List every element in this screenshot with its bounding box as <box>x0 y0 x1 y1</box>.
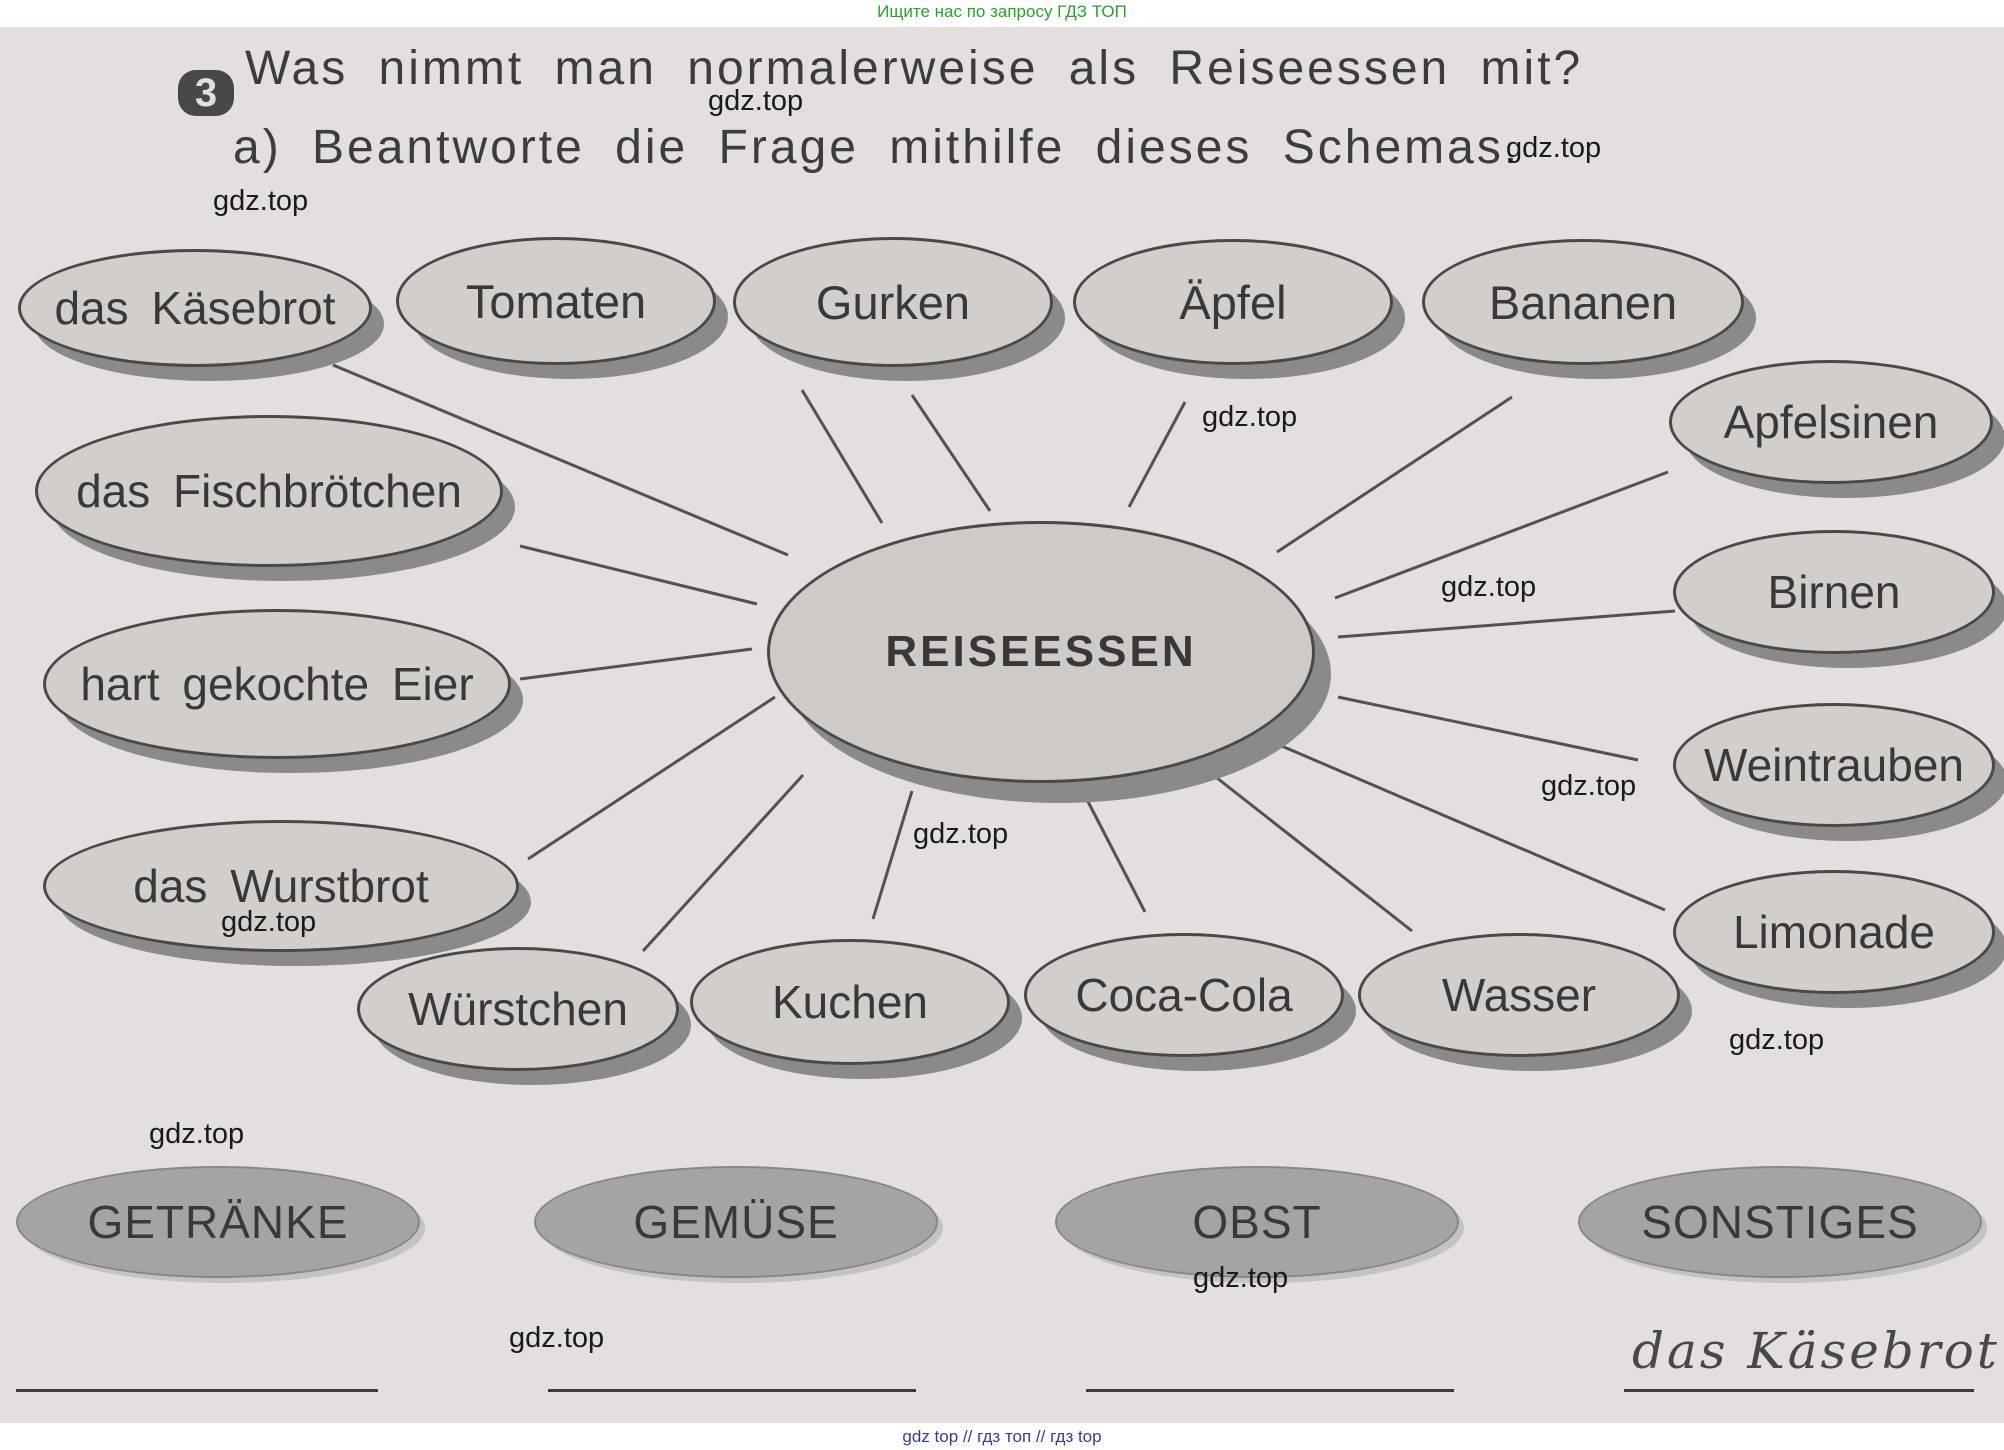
example-answer: das Käsebrot <box>1632 1322 2000 1380</box>
item-oval: Kuchen <box>690 939 1010 1065</box>
item-label: Limonade <box>1732 906 1936 958</box>
item-oval: Tomaten <box>396 237 716 365</box>
watermark: gdz.top <box>913 818 1009 850</box>
watermark: gdz.top <box>708 85 804 117</box>
center-oval: REISEESSEN <box>767 521 1315 783</box>
item-oval: Äpfel <box>1073 239 1393 365</box>
connector-line <box>519 544 758 606</box>
connector-line <box>1127 401 1187 508</box>
item-oval: das Käsebrot <box>18 249 372 367</box>
category-oval: SONSTIGES <box>1578 1166 1982 1278</box>
worksheet-page: 3 Was nimmt man normalerweise als Reisee… <box>0 27 2004 1423</box>
answer-line <box>16 1389 378 1392</box>
task-instruction: a) Beantworte die Frage mithilfe dieses … <box>233 121 1521 174</box>
item-label: das Käsebrot <box>54 282 336 334</box>
answer-line <box>1624 1389 1974 1392</box>
category-label: OBST <box>1192 1196 1322 1248</box>
category-label: SONSTIGES <box>1641 1196 1919 1248</box>
item-oval: Weintrauben <box>1673 703 1995 827</box>
watermark: gdz.top <box>213 185 309 217</box>
connector-line <box>1337 695 1639 762</box>
connector-line <box>527 695 776 861</box>
category-label: GEMÜSE <box>633 1196 839 1248</box>
item-label: Bananen <box>1488 275 1678 329</box>
item-label: Gurken <box>815 275 971 329</box>
item-oval: Bananen <box>1422 239 1744 365</box>
connector-line <box>800 389 884 524</box>
bottom-banner: gdz top // гдз топ // гдз top <box>902 1427 1102 1446</box>
item-label: das Fischbrötchen <box>76 465 462 517</box>
connector-line <box>1337 609 1676 639</box>
item-label: Weintrauben <box>1704 739 1964 791</box>
item-label: Birnen <box>1767 566 1901 618</box>
item-label: Wasser <box>1441 969 1597 1021</box>
item-oval: Würstchen <box>357 947 679 1071</box>
watermark: gdz.top <box>1202 401 1298 433</box>
watermark: gdz.top <box>1441 571 1537 603</box>
category-oval: GETRÄNKE <box>16 1166 420 1278</box>
category-oval: OBST <box>1055 1166 1459 1278</box>
item-oval: hart gekochte Eier <box>43 609 511 759</box>
connector-line <box>1080 789 1147 913</box>
watermark: gdz.top <box>1729 1024 1825 1056</box>
item-label: Coca-Cola <box>1075 969 1293 1021</box>
item-label: das Wurstbrot <box>133 860 429 912</box>
item-oval: Gurken <box>733 237 1053 367</box>
item-label: hart gekochte Eier <box>80 658 474 710</box>
connector-line <box>910 394 992 512</box>
connector-line <box>519 647 753 681</box>
item-label: Kuchen <box>771 976 928 1028</box>
top-banner: Ищите нас по запросу ГДЗ ТОП <box>877 2 1127 21</box>
category-oval: GEMÜSE <box>534 1166 938 1278</box>
connector-line <box>641 773 805 953</box>
task-question: Was nimmt man normalerweise als Reiseess… <box>245 42 1584 95</box>
category-label: GETRÄNKE <box>87 1196 349 1248</box>
watermark: gdz.top <box>1541 770 1637 802</box>
answer-line <box>1086 1389 1454 1392</box>
task-number-badge: 3 <box>178 70 234 116</box>
item-label: Tomaten <box>465 274 647 328</box>
item-oval: Birnen <box>1673 530 1995 654</box>
connector-line <box>1276 395 1513 554</box>
item-oval: Limonade <box>1673 870 1995 994</box>
connector-line <box>1334 470 1669 600</box>
item-label: Würstchen <box>408 983 628 1035</box>
item-oval: Wasser <box>1358 933 1680 1057</box>
connector-line <box>871 790 914 920</box>
connector-lines <box>332 363 1676 953</box>
answer-line <box>548 1389 916 1392</box>
watermark: gdz.top <box>1193 1262 1289 1294</box>
item-oval: Coca-Cola <box>1024 933 1344 1057</box>
watermark: gdz.top <box>1506 132 1602 164</box>
watermark: gdz.top <box>149 1118 245 1150</box>
item-oval: Apfelsinen <box>1669 360 1993 484</box>
connector-line <box>1276 742 1666 912</box>
item-oval: das Wurstbrot <box>43 820 519 952</box>
item-label: Äpfel <box>1179 275 1287 329</box>
item-label: Apfelsinen <box>1723 396 1939 448</box>
item-oval: das Fischbrötchen <box>35 415 503 567</box>
center-label: REISEESSEN <box>885 627 1197 676</box>
watermark: gdz.top <box>509 1322 605 1354</box>
watermark: gdz.top <box>221 906 317 938</box>
connector-line <box>1202 765 1413 933</box>
connector-line <box>332 363 789 557</box>
